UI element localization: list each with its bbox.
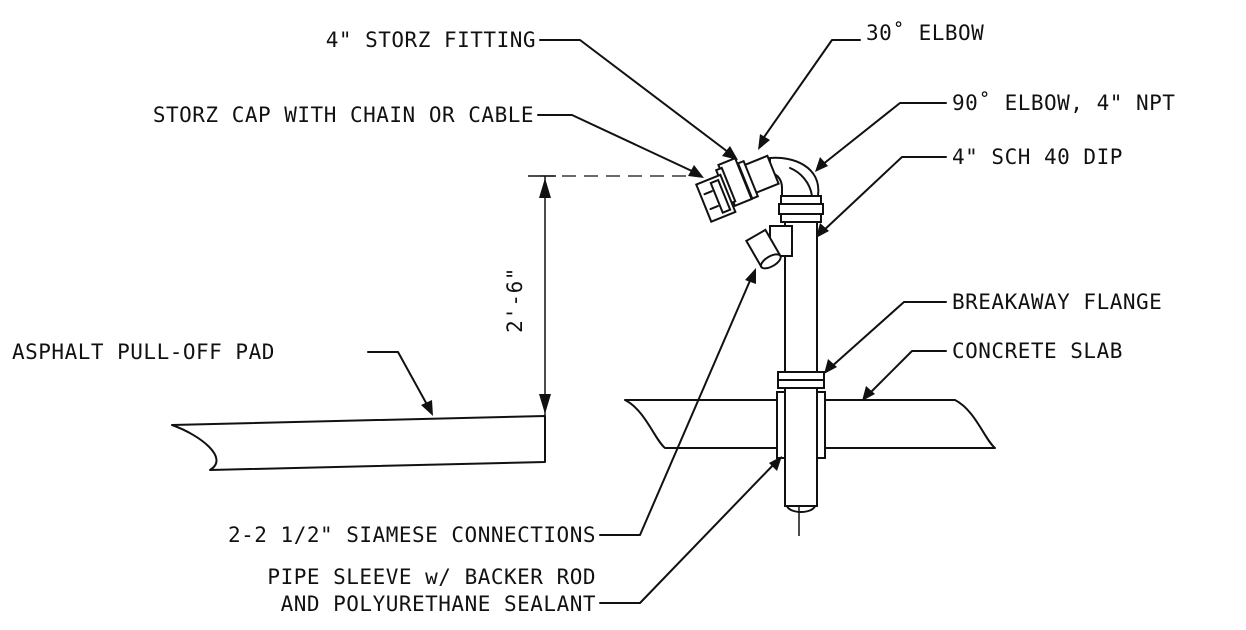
label-pipe-sleeve-line2: AND POLYURETHANE SEALANT [281, 592, 596, 616]
label-90-elbow: 90˚ ELBOW, 4" NPT [952, 91, 1175, 115]
height-dimension: 2'-6" [503, 175, 700, 416]
label-breakaway-flange: BREAKAWAY FLANGE [952, 290, 1162, 314]
pipe-sleeve-left [776, 391, 786, 459]
asphalt-pad-section [171, 415, 546, 471]
label-siamese-connections: 2-2 1/2" SIAMESE CONNECTIONS [228, 523, 596, 547]
label-sch40-dip: 4" SCH 40 DIP [952, 145, 1123, 169]
label-storz-cap: STORZ CAP WITH CHAIN OR CABLE [153, 103, 534, 127]
buried-pipe [784, 387, 818, 507]
coupling-ring-1 [780, 195, 822, 205]
breakaway-flange-upper [777, 371, 825, 381]
storz-cap [694, 173, 737, 223]
pipe-assembly [694, 154, 826, 536]
leader-lines [367, 39, 947, 604]
dimension-arrow-bottom [539, 394, 551, 414]
label-asphalt-pad: ASPHALT PULL-OFF PAD [12, 340, 275, 364]
label-storz-fitting: 4" STORZ FITTING [326, 28, 536, 52]
callout-labels: 4" STORZ FITTING 30˚ ELBOW STORZ CAP WIT… [12, 21, 1175, 616]
dimension-arrow-top [539, 178, 551, 198]
label-pipe-sleeve-line1: PIPE SLEEVE w/ BACKER ROD [267, 565, 596, 589]
dimension-text: 2'-6" [503, 267, 527, 333]
breakaway-flange-lower [777, 379, 825, 389]
concrete-slab-section [624, 399, 996, 449]
label-30-elbow: 30˚ ELBOW [866, 21, 984, 45]
coupling-ring-3 [780, 213, 822, 223]
siamese-outlet [744, 228, 782, 270]
pipe-sleeve-right [816, 391, 826, 459]
elbow-90 [769, 156, 820, 197]
label-concrete-slab: CONCRETE SLAB [952, 339, 1123, 363]
coupling-ring-2 [778, 203, 824, 215]
